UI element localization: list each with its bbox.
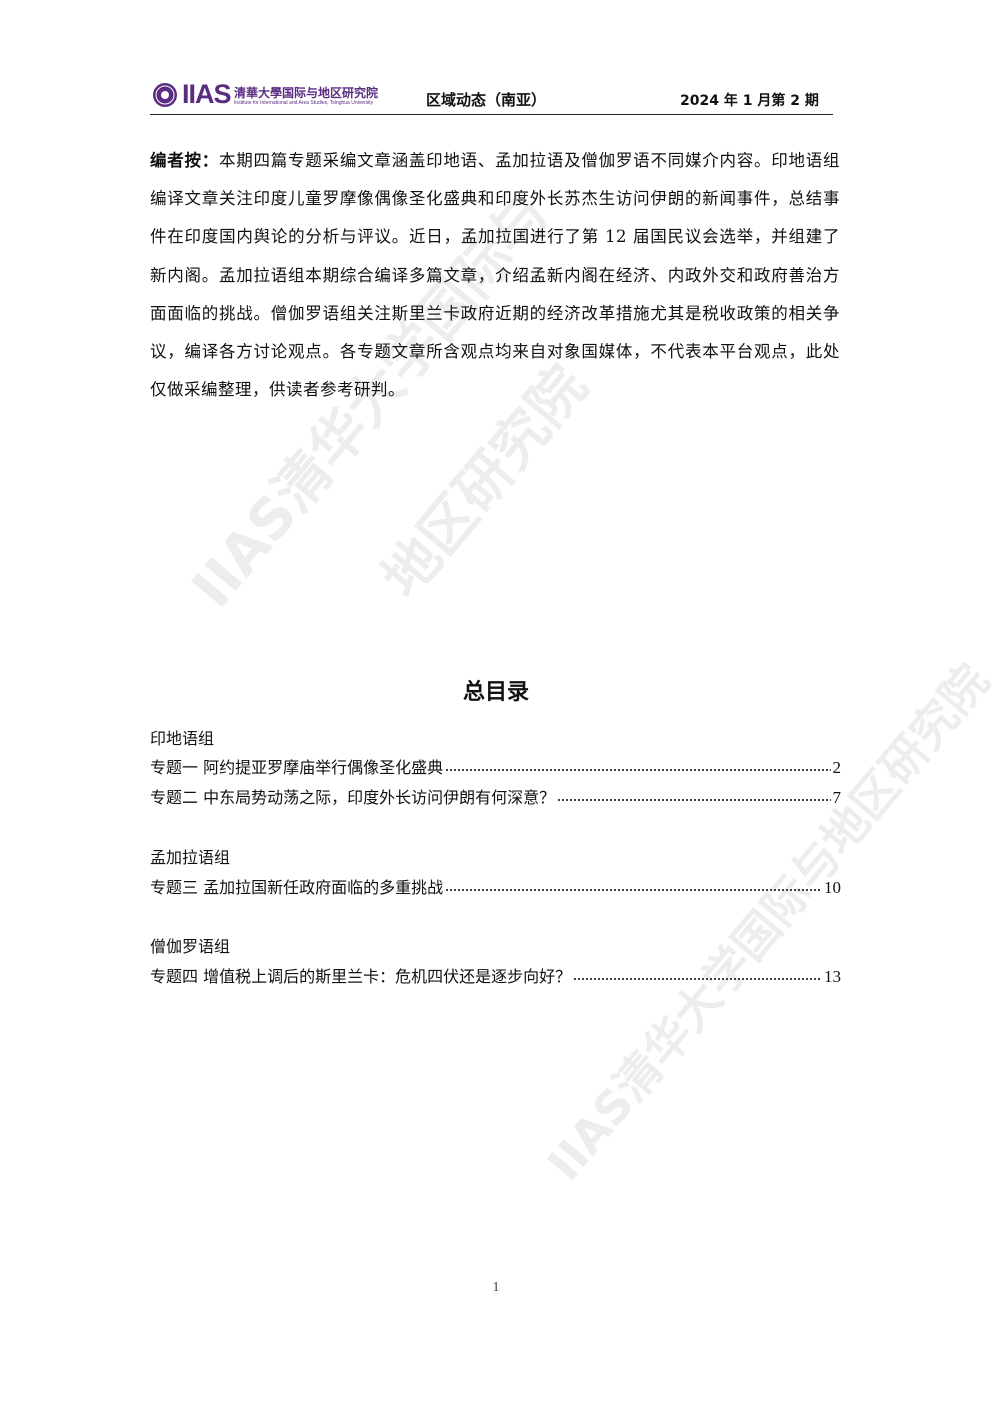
header-section: 区域动态（南亚） [426,91,547,109]
toc-group-title: 僧伽罗语组 [150,937,231,956]
editor-note-label: 编者按： [150,151,220,170]
editor-note: 编者按：本期四篇专题采编文章涵盖印地语、孟加拉语及僧伽罗语不同媒介内容。印地语组… [150,142,840,409]
toc-leader-dots [445,887,822,893]
logo-text: IIAS [182,79,232,109]
toc-group-title: 孟加拉语组 [150,848,231,867]
toc-title: 总目录 [462,680,529,705]
page-header: IIAS 清華大學国际与地区研究院 Institute for Internat… [150,78,833,115]
header-issue: 2024 年 1 月第 2 期 [680,93,819,109]
watermark: IIAS清华大学国际与地区研究院 [536,654,992,1191]
toc-entry[interactable]: 专题三 孟加拉国新任政府面临的多重挑战 10 [150,876,841,898]
toc-entry-title: 专题四 增值税上调后的斯里兰卡：危机四伏还是逐步向好？ [150,967,572,986]
toc-entry[interactable]: 专题一 阿约提亚罗摩庙举行偶像圣化盛典 2 [150,756,841,778]
toc-leader-dots [557,797,831,803]
toc-entry-title: 专题一 阿约提亚罗摩庙举行偶像圣化盛典 [150,758,444,777]
toc-entry[interactable]: 专题二 中东局势动荡之际，印度外长访问伊朗有何深意？ 7 [150,786,841,808]
toc-entry-title: 专题三 孟加拉国新任政府面临的多重挑战 [150,878,444,897]
logo-english-name: Institute for International and Area Stu… [234,100,374,106]
toc-entry-page: 7 [832,788,842,807]
toc-entry-title: 专题二 中东局势动荡之际，印度外长访问伊朗有何深意？ [150,788,556,807]
toc-leader-dots [573,976,822,982]
toc-entry-page: 2 [832,758,842,777]
toc-group-title: 印地语组 [150,729,215,748]
toc-entry[interactable]: 专题四 增值税上调后的斯里兰卡：危机四伏还是逐步向好？ 13 [150,965,841,987]
toc-entry-page: 13 [824,967,841,986]
editor-note-text: 本期四篇专题采编文章涵盖印地语、孟加拉语及僧伽罗语不同媒介内容。印地语组编译文章… [150,151,841,400]
logo-chinese-name: 清華大學国际与地区研究院 [234,86,379,100]
toc-leader-dots [445,767,831,773]
toc-entry-page: 10 [824,878,841,897]
page-number: 1 [492,1280,500,1295]
university-seal-icon [153,83,177,107]
